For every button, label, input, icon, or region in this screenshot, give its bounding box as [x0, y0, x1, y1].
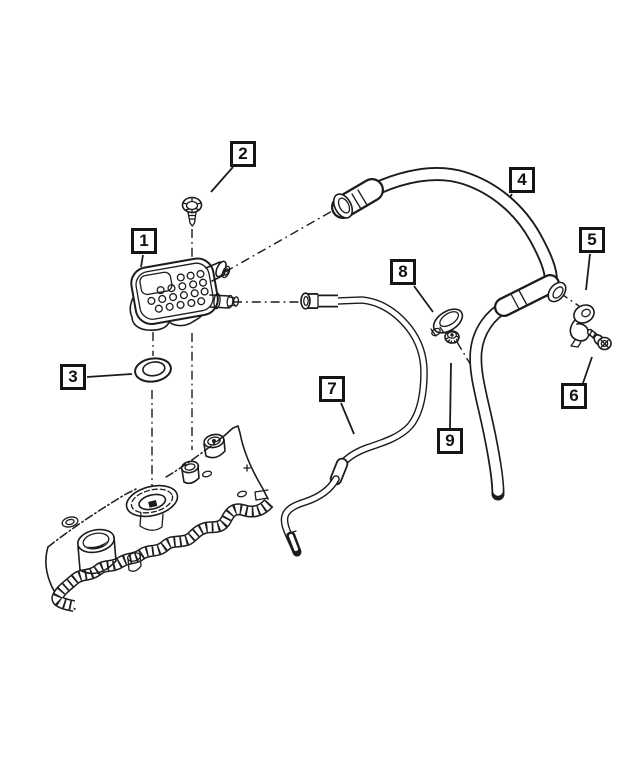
callout-number: 6: [569, 386, 579, 405]
callout-box-5[interactable]: 5: [579, 227, 605, 253]
callout-number: 8: [398, 262, 408, 281]
callout-number: 5: [587, 230, 597, 249]
callout-number: 2: [238, 144, 248, 163]
clamp-screw: [586, 328, 612, 351]
valve-cover: [45, 425, 274, 612]
breather-hose-large: [331, 167, 567, 501]
o-ring-seal: [134, 357, 172, 383]
retaining-clip: [430, 308, 464, 337]
callout-number: 7: [327, 379, 337, 398]
callout-box-9[interactable]: 9: [437, 428, 463, 454]
breather-lower-port: [209, 292, 240, 310]
vent-tube: [280, 292, 428, 557]
callout-box-8[interactable]: 8: [390, 259, 416, 285]
callout-number: 1: [139, 231, 149, 250]
callout-box-7[interactable]: 7: [319, 376, 345, 402]
callout-number: 9: [445, 431, 455, 450]
retaining-nut: [444, 330, 460, 344]
callout-number: 3: [68, 367, 78, 386]
callout-box-6[interactable]: 6: [561, 383, 587, 409]
callout-leader-lines: [86, 166, 593, 435]
callout-number: 4: [517, 170, 527, 189]
lid-bumps: [147, 269, 209, 313]
breather-upper-port: [205, 260, 231, 282]
callout-box-2[interactable]: 2: [230, 141, 256, 167]
callout-box-1[interactable]: 1: [131, 228, 157, 254]
breather-box: [129, 257, 240, 331]
callout-box-3[interactable]: 3: [60, 364, 86, 390]
support-clamp: [569, 304, 595, 348]
callout-box-4[interactable]: 4: [509, 167, 535, 193]
breather-screw: [181, 196, 203, 227]
